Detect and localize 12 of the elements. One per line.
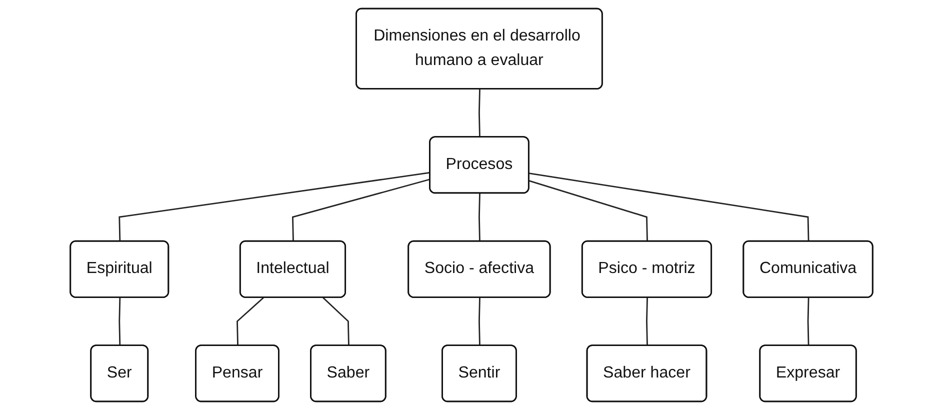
connector [236, 297, 264, 346]
connector [529, 180, 648, 242]
connector [292, 178, 430, 242]
connector [807, 298, 810, 346]
connector [478, 298, 480, 346]
connector [478, 89, 480, 138]
connector [478, 193, 480, 242]
connector [118, 172, 430, 242]
connector [529, 172, 810, 242]
connector [322, 297, 350, 346]
connector [646, 298, 648, 346]
connector [118, 298, 121, 346]
